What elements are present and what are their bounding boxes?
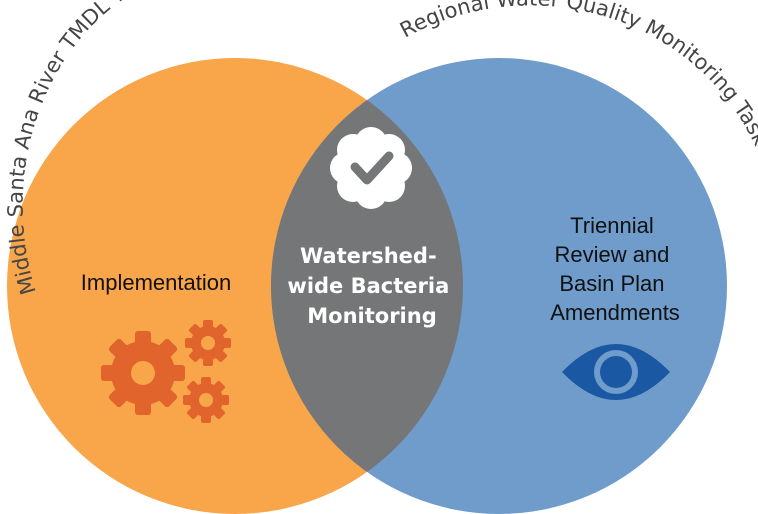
right-region-label: Triennial Review and Basin Plan Amendmen… xyxy=(550,213,680,325)
right-label-line-3: Basin Plan xyxy=(559,271,664,296)
check-badge-icon xyxy=(330,127,412,209)
right-label-line-2: Review and xyxy=(554,242,669,267)
large-gear-icon xyxy=(101,331,185,415)
right-label-line-4: Amendments xyxy=(550,300,680,325)
overlap-label-line-1: Watershed- xyxy=(300,244,437,268)
overlap-region-label: Watershed- wide Bacteria Monitoring xyxy=(287,244,456,328)
gears-icon xyxy=(101,320,231,423)
left-region-label: Implementation xyxy=(81,270,231,295)
small-gear-top-icon xyxy=(185,320,231,366)
overlap-label-line-3: Monitoring xyxy=(307,304,436,328)
small-gear-bottom-icon xyxy=(183,377,229,423)
right-label-line-1: Triennial xyxy=(570,213,654,238)
overlap-label-line-2: wide Bacteria xyxy=(287,274,449,298)
eye-icon xyxy=(562,344,670,400)
